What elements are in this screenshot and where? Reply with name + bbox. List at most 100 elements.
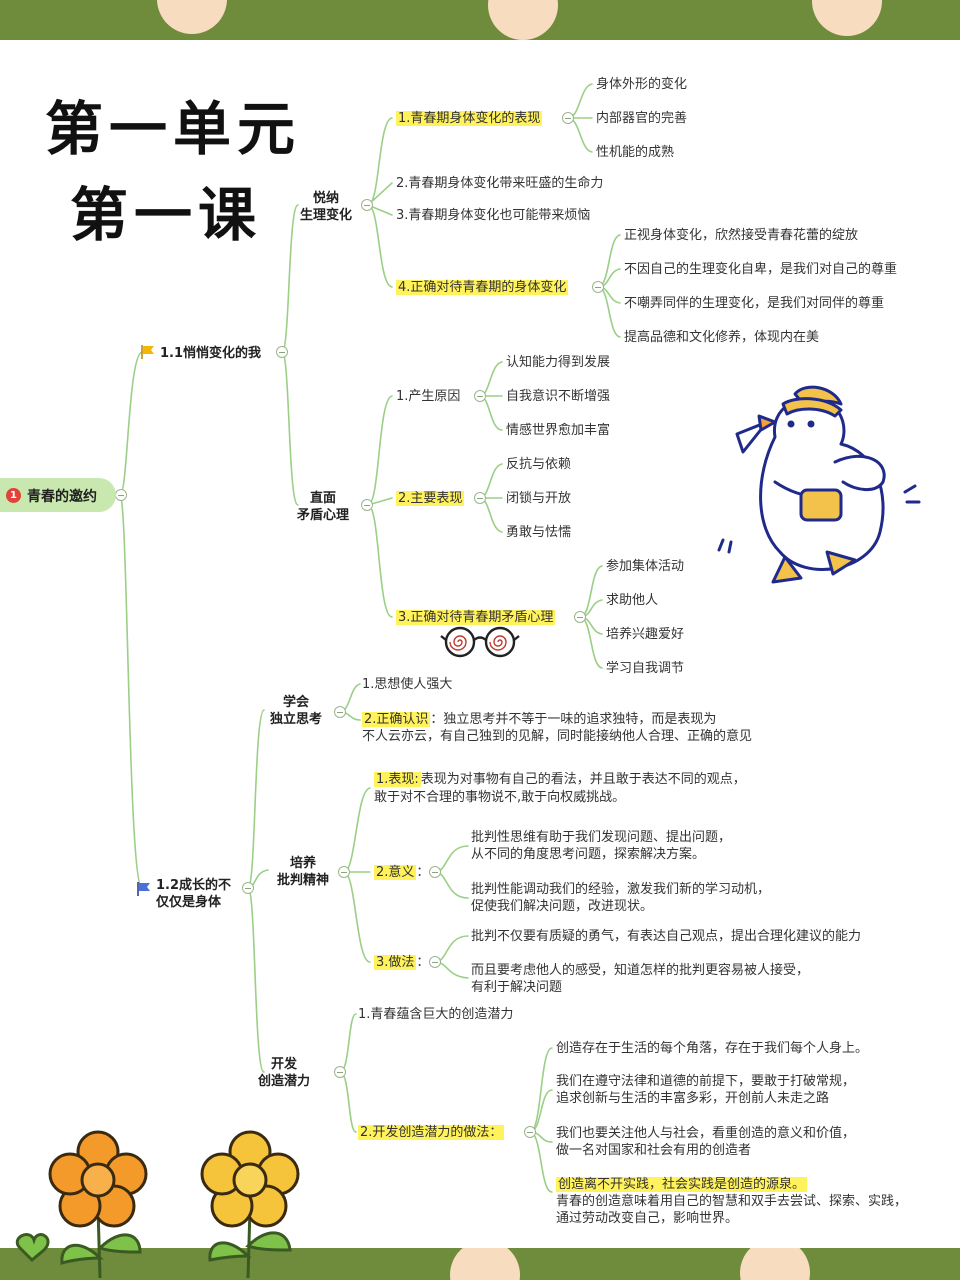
sub1-item3[interactable]: 3.青春期身体变化也可能带来烦恼 (396, 208, 591, 223)
independent-item2-line2[interactable]: 不人云亦云，有自己独到的见解，同时能接纳他人合理、正确的意见 (362, 729, 753, 744)
branch2-sub2-label-a[interactable]: 培养 (289, 856, 316, 871)
sub2-item3[interactable]: 3.正确对待青春期矛盾心理 (396, 609, 556, 626)
leaf[interactable]: 创造存在于生活的每个角落，存在于我们每个人身上。 (556, 1041, 869, 1056)
collapse-toggle[interactable] (115, 489, 127, 501)
leaf[interactable]: 求助他人 (606, 593, 659, 608)
sub1-item1[interactable]: 1.青春期身体变化的表现 (396, 110, 543, 127)
branch2-sub2-label-b[interactable]: 批判精神 (276, 873, 329, 888)
polka-dot (740, 1248, 810, 1280)
leaf[interactable]: 提高品德和文化修养，体现内在美 (624, 330, 820, 345)
leaf-highlight-text: 创造离不开实践，社会实践是创造的源泉。 (556, 1177, 808, 1192)
leaf[interactable]: 不因自己的生理变化自卑，是我们对自己的尊重 (624, 262, 898, 277)
leaf[interactable]: 从不同的角度思考问题，探索解决方案。 (471, 847, 706, 862)
bottom-band (0, 1248, 960, 1280)
collapse-toggle[interactable] (334, 1066, 346, 1078)
leaf[interactable]: 性机能的成熟 (596, 145, 675, 160)
independent-item2-head: 2.正确认识 (362, 712, 431, 727)
leaf[interactable]: 参加集体活动 (606, 559, 685, 574)
branch1-sub2-label-a[interactable]: 直面 (309, 491, 336, 506)
collapse-toggle[interactable] (242, 882, 254, 894)
collapse-toggle[interactable] (276, 346, 288, 358)
branch2-sub1-label-b[interactable]: 独立思考 (269, 712, 322, 727)
sub2-item2-text: 2.主要表现 (396, 491, 465, 506)
title-line2: 第一课 (70, 181, 263, 249)
branch2-sub3-label-b[interactable]: 创造潜力 (257, 1074, 310, 1089)
creative-item2-text: 2.开发创造潜力的做法： (358, 1125, 505, 1140)
leaf[interactable]: 正视身体变化，欣然接受青春花蕾的绽放 (624, 228, 859, 243)
independent-item2-text: ：独立思考并不等于一味的追求独特，而是表现为 (430, 712, 717, 727)
leaf[interactable]: 批判性能调动我们的经验，激发我们新的学习动机， (471, 882, 771, 897)
leaf[interactable]: 不嘲弄同伴的生理变化，是我们对同伴的尊重 (624, 296, 885, 311)
sub1-item1-text: 1.青春期身体变化的表现 (396, 111, 543, 126)
critical-item1-text: 表现为对事物有自己的看法，并且敢于表达不同的观点， (420, 772, 746, 787)
leaf[interactable]: 自我意识不断增强 (506, 389, 611, 404)
leaf[interactable]: 促使我们解决问题，改进现状。 (471, 899, 654, 914)
flag-icon (141, 345, 154, 359)
collapse-toggle[interactable] (338, 866, 350, 878)
collapse-toggle[interactable] (524, 1126, 536, 1138)
branch2-label-b[interactable]: 仅仅是身体 (156, 895, 222, 910)
top-band (0, 0, 960, 40)
title-line1: 第一单元 (45, 95, 302, 163)
leaf[interactable]: 学习自我调节 (606, 661, 685, 676)
independent-item1[interactable]: 1.思想使人强大 (362, 677, 453, 692)
leaf[interactable]: 内部器官的完善 (596, 111, 688, 126)
leaf[interactable]: 认知能力得到发展 (506, 355, 611, 370)
branch1-sub1-label-a[interactable]: 悦纳 (312, 191, 339, 206)
leaf[interactable]: 培养兴趣爱好 (606, 627, 685, 642)
root-node[interactable]: 1 青春的邀约 (0, 478, 116, 512)
flowers-decoration (15, 1130, 300, 1278)
branch2-sub1-label-a[interactable]: 学会 (282, 695, 309, 710)
sub1-item4-text: 4.正确对待青春期的身体变化 (396, 280, 569, 295)
collapse-toggle[interactable] (474, 492, 486, 504)
leaf[interactable]: 反抗与依赖 (506, 457, 572, 472)
leaf[interactable]: 而且要考虑他人的感受，知道怎样的批判更容易被人接受， (471, 963, 810, 978)
sub2-item2[interactable]: 2.主要表现 (396, 490, 465, 507)
collapse-toggle[interactable] (361, 499, 373, 511)
leaf[interactable]: 通过劳动改变自己，影响世界。 (556, 1211, 739, 1226)
collapse-toggle[interactable] (574, 611, 586, 623)
leaf[interactable]: 追求创新与生活的丰富多彩，开创前人未走之路 (556, 1091, 830, 1106)
branch1-label[interactable]: 1.1悄悄变化的我 (160, 346, 262, 361)
collapse-toggle[interactable] (592, 281, 604, 293)
leaf[interactable]: 青春的创造意味着用自己的智慧和双手去尝试、探索、实践， (556, 1194, 908, 1209)
branch2-label-a[interactable]: 1.2成长的不 (156, 878, 232, 893)
critical-item2[interactable]: 2.意义： (374, 864, 429, 881)
branch2-sub3-label-a[interactable]: 开发 (270, 1057, 297, 1072)
leaf[interactable]: 身体外形的变化 (596, 77, 688, 92)
independent-item2-line1[interactable]: 2.正确认识：独立思考并不等于一味的追求独特，而是表现为 (362, 711, 716, 728)
branch1-sub2-label-b[interactable]: 矛盾心理 (296, 508, 349, 523)
collapse-toggle[interactable] (361, 199, 373, 211)
leaf[interactable]: 有利于解决问题 (471, 980, 563, 995)
collapse-toggle[interactable] (429, 956, 441, 968)
leaf[interactable]: 批判不仅要有质疑的勇气，有表达自己观点，提出合理化建议的能力 (471, 929, 862, 944)
leaf[interactable]: 我们也要关注他人与社会，看重创造的意义和价值， (556, 1126, 856, 1141)
critical-item2-colon: ： (416, 865, 430, 880)
critical-item2-head: 2.意义 (374, 865, 417, 880)
collapse-toggle[interactable] (562, 112, 574, 124)
critical-item1-line1[interactable]: 1.表现:表现为对事物有自己的看法，并且敢于表达不同的观点， (374, 771, 746, 788)
leaf[interactable]: 闭锁与开放 (506, 491, 572, 506)
sub2-item1[interactable]: 1.产生原因 (396, 389, 461, 404)
leaf[interactable]: 我们在遵守法律和道德的前提下，要敢于打破常规， (556, 1074, 856, 1089)
glasses-doodle-icon (440, 626, 520, 658)
leaf-highlight[interactable]: 创造离不开实践，社会实践是创造的源泉。 (556, 1176, 808, 1193)
leaf[interactable]: 做一名对国家和社会有用的创造者 (556, 1143, 752, 1158)
leaf[interactable]: 批判性思维有助于我们发现问题、提出问题， (471, 830, 732, 845)
leaf[interactable]: 勇敢与怯懦 (506, 525, 572, 540)
critical-item1-line2[interactable]: 敢于对不合理的事物说不,敢于向权威挑战。 (374, 790, 626, 805)
sub1-item2[interactable]: 2.青春期身体变化带来旺盛的生命力 (396, 176, 604, 191)
leaf[interactable]: 情感世界愈加丰富 (506, 423, 611, 438)
critical-item3[interactable]: 3.做法： (374, 954, 429, 971)
critical-item1-head: 1.表现: (374, 772, 421, 787)
branch1-sub1-label-b[interactable]: 生理变化 (299, 208, 352, 223)
sub1-item4[interactable]: 4.正确对待青春期的身体变化 (396, 279, 569, 296)
flag-icon (137, 882, 150, 896)
collapse-toggle[interactable] (429, 866, 441, 878)
collapse-toggle[interactable] (334, 706, 346, 718)
duck-sticker-icon (717, 385, 921, 584)
sub2-item3-text: 3.正确对待青春期矛盾心理 (396, 610, 556, 625)
collapse-toggle[interactable] (474, 390, 486, 402)
creative-item2[interactable]: 2.开发创造潜力的做法： (358, 1124, 505, 1141)
creative-item1[interactable]: 1.青春蕴含巨大的创造潜力 (358, 1007, 514, 1022)
